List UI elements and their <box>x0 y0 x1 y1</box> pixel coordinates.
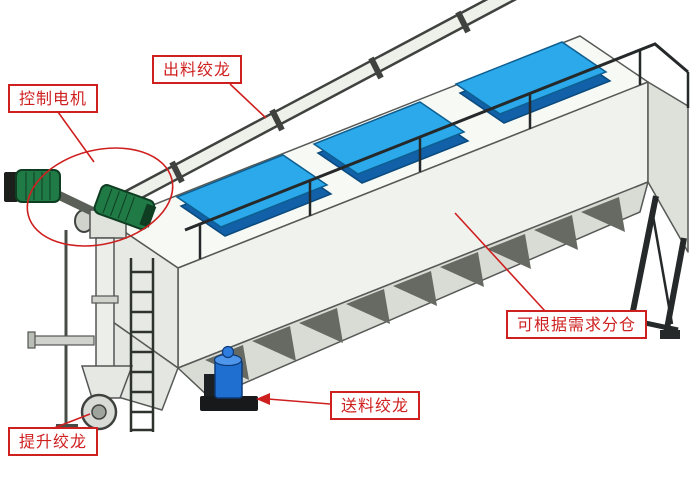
leader-compartment <box>454 212 546 312</box>
callout-control-motor: 控制电机 <box>8 84 99 114</box>
callout-compartment-note: 可根据需求分仓 <box>506 310 648 340</box>
left-support-frame <box>27 230 95 431</box>
intake-flange-hub <box>91 404 107 420</box>
callout-feed-auger: 送料绞龙 <box>330 391 421 421</box>
left-motor <box>4 169 61 203</box>
tank-body <box>107 35 689 411</box>
control-motor-unit <box>93 184 157 231</box>
pipe-coupling <box>368 56 384 80</box>
feed-auger-arrowhead <box>256 393 270 405</box>
feed-pump <box>200 345 258 411</box>
ladder <box>129 258 155 432</box>
tank-right-end-panel <box>647 81 689 253</box>
discharge-auger-pipe <box>74 0 517 233</box>
pipe-coupling <box>269 108 285 132</box>
leader-lift-auger <box>53 413 91 429</box>
leader-discharge-auger <box>229 83 267 119</box>
intake-funnel <box>80 365 134 399</box>
motor-highlight-circle <box>26 147 174 247</box>
annotations <box>26 83 546 429</box>
pipe-coupling <box>455 10 471 34</box>
tube-flange <box>91 295 119 304</box>
callout-discharge-auger: 出料绞龙 <box>152 55 243 85</box>
handrail <box>184 42 690 259</box>
pipe-coupling <box>169 160 185 184</box>
leader-feed-auger <box>267 398 331 405</box>
leader-control-motor <box>57 111 95 163</box>
lift-auger-assembly <box>4 169 157 431</box>
callout-lift-auger: 提升绞龙 <box>8 427 99 457</box>
